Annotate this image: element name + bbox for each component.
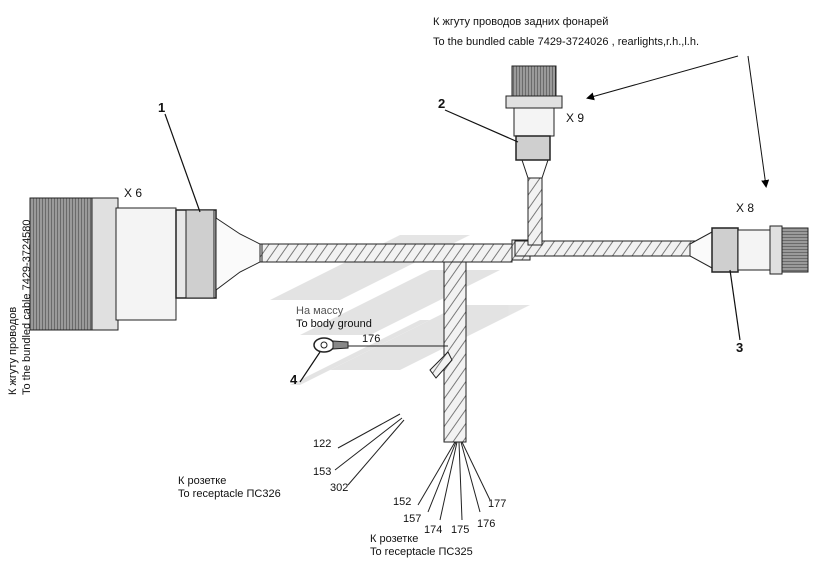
wires-to-ps326 — [334, 413, 405, 486]
connector-x8-label: X 8 — [736, 201, 754, 215]
ground-note-en: To body ground — [296, 318, 372, 330]
ground-note-ru: На массу — [296, 305, 344, 317]
connector-x6-label: X 6 — [124, 186, 142, 200]
callout-leaders — [164, 109, 741, 383]
wire-174-label: 174 — [424, 524, 442, 536]
callout-2: 2 — [438, 96, 445, 111]
wire-176-ground-label: 176 — [362, 333, 380, 345]
connector-x8 — [689, 225, 809, 275]
ground-terminal — [313, 337, 448, 353]
left-note-en: To the bundled cable 7429-3724580 — [21, 219, 33, 395]
wire-157-label: 157 — [403, 513, 421, 525]
top-note-arrows — [586, 55, 770, 188]
receptacle-326-ru: К розетке — [178, 475, 226, 487]
wire-177-label: 177 — [488, 498, 506, 510]
receptacle-325-ru: К розетке — [370, 533, 418, 545]
receptacle-326-en: To receptacle ПС326 — [178, 488, 281, 500]
connector-x6 — [29, 197, 261, 331]
receptacle-325-en: To receptacle ПС325 — [370, 546, 473, 558]
wire-122-label: 122 — [313, 438, 331, 450]
left-note-ru: К жгуту проводов — [7, 307, 19, 395]
callout-3: 3 — [736, 340, 743, 355]
connector-x9-label: X 9 — [566, 111, 584, 125]
wire-302-label: 302 — [330, 482, 348, 494]
connector-x9 — [505, 65, 563, 161]
wires-to-ps325 — [417, 441, 491, 521]
main-harness-trunk — [237, 237, 716, 263]
wire-176-label: 176 — [477, 518, 495, 530]
callout-4: 4 — [290, 372, 298, 387]
callout-1: 1 — [158, 100, 165, 115]
top-note-ru: К жгуту проводов задних фонарей — [433, 16, 608, 28]
top-note-en: To the bundled cable 7429-3724026 , rear… — [433, 36, 699, 48]
branch-to-x9 — [521, 159, 549, 246]
branch-down-trunk — [429, 261, 467, 443]
wire-175-label: 175 — [451, 524, 469, 536]
wire-153-label: 153 — [313, 466, 331, 478]
wire-152-label: 152 — [393, 496, 411, 508]
